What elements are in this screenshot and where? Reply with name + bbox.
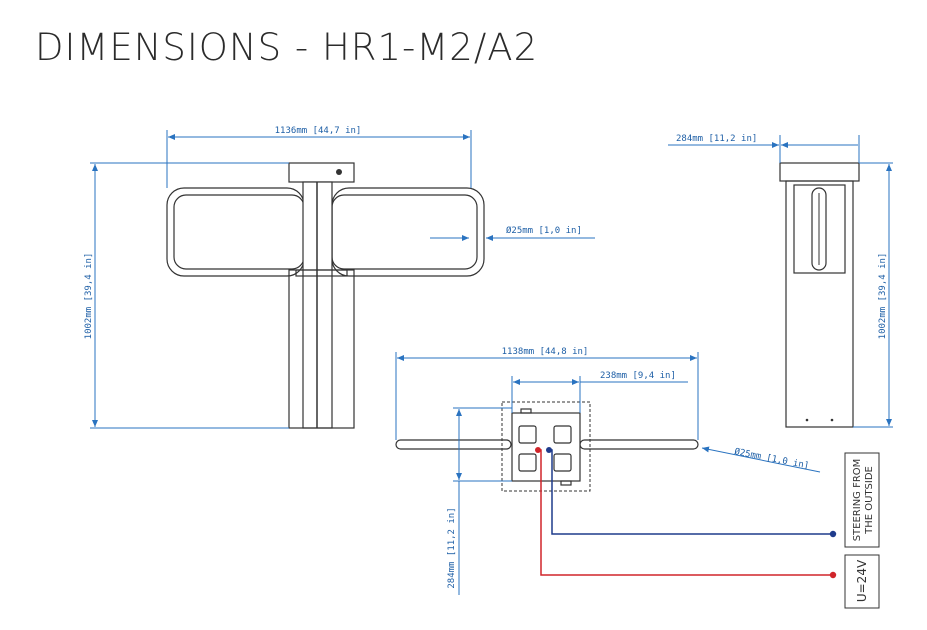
front-tube-diameter-dimension: Ø25mm [1,0 in] [430,225,595,241]
front-left-arm-outer [166,187,305,277]
front-left-arm-inner [173,194,305,270]
top-depth-dimension: 284mm [11,2 in] [447,407,512,595]
page-title: DIMENSIONS - HR1-M2/A2 [35,26,539,69]
top-body-tab-bottom [560,480,572,486]
top-view [395,401,699,492]
side-depth-dimension: 284mm [11,2 in] [668,134,860,163]
side-arm-profile [811,187,827,271]
top-footprint-dashed [501,401,591,492]
top-tube-diameter-dimension: Ø25mm [1,0 in] [701,446,821,473]
voltage-box: U=24V [844,554,880,609]
voltage-label: U=24V [855,559,869,602]
front-lower-body-collar [295,269,348,277]
side-body [785,180,854,428]
side-depth-label: 284mm [11,2 in] [676,134,757,144]
red-wire [538,449,832,576]
top-cell-3 [518,453,537,472]
top-cell-4 [553,453,572,472]
top-tube-diameter-label: Ø25mm [1,0 in] [733,446,810,471]
top-depth-label: 284mm [11,2 in] [447,507,457,588]
side-view [779,162,860,428]
steering-box: STEERING FROM THE OUTSIDE [844,452,880,548]
side-height-label: 1002mm [39,4 in] [878,253,888,340]
front-right-arm-outer [331,187,485,277]
front-height-dimension: 1002mm [39,4 in] [84,162,289,429]
side-top-cap [779,162,860,182]
steering-label-line-1: STEERING FROM [852,459,863,542]
top-body-tab [520,408,532,414]
front-height-label: 1002mm [39,4 in] [84,253,94,340]
front-width-label: 1136mm [44,7 in] [275,126,362,136]
top-right-arm [579,439,699,450]
front-tube-diameter-label: Ø25mm [1,0 in] [506,225,582,236]
front-cap-screw [336,169,342,175]
top-left-arm [395,439,512,450]
top-body-width-dimension: 238mm [9,4 in] [511,371,688,413]
top-total-width-label: 1138mm [44,8 in] [502,347,589,357]
front-top-cap [288,162,355,183]
red-wire-terminal [829,571,837,579]
top-body-width-label: 238mm [9,4 in] [600,371,676,381]
blue-wire-terminal [829,530,837,538]
top-cell-2 [553,425,572,444]
top-body [511,412,581,482]
steering-label-line-2: THE OUTSIDE [864,466,875,535]
wiring [535,447,837,579]
front-right-arm-inner [331,194,478,270]
side-upper-panel [793,184,846,274]
top-total-width-dimension: 1138mm [44,8 in] [395,347,699,440]
top-cell-1 [518,425,537,444]
front-view [166,162,485,429]
side-height-dimension: 1002mm [39,4 in] [853,162,893,428]
front-width-dimension: 1136mm [44,7 in] [166,126,472,188]
